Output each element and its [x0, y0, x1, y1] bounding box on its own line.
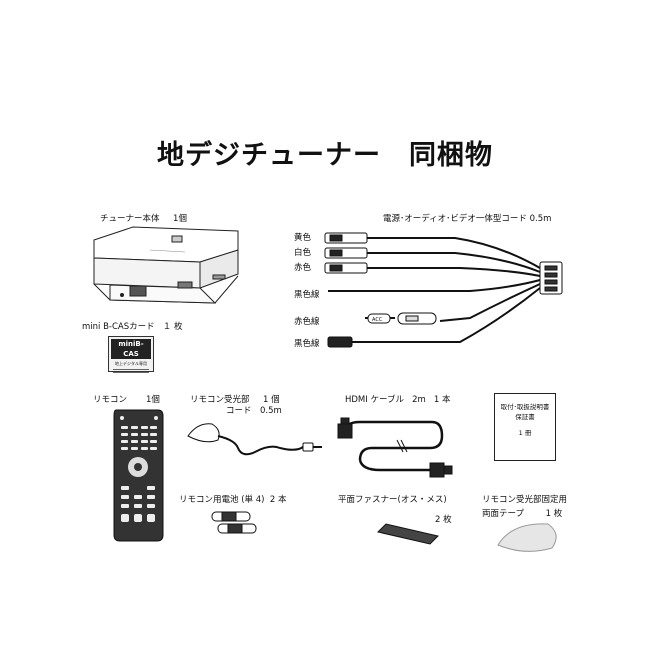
bcas-card-title: miniB-CAS — [111, 339, 151, 359]
wire-label-black: 黒色線 — [294, 290, 320, 300]
manual-line1: 取付･取扱説明書 — [500, 403, 550, 411]
cable-label: 電源･オーディオ･ビデオ一体型コード 0.5m — [383, 214, 552, 224]
bcas-card-image: miniB-CAS 地上デジタル専用 — [108, 336, 154, 373]
wire-label-red: 赤色 — [294, 263, 312, 273]
wire-label-yellow: 黄色 — [294, 233, 312, 243]
receiver-cord-label: コード 0.5m — [226, 406, 282, 416]
manual-qty: 1 冊 — [518, 429, 532, 437]
bcas-label: mini B-CASカード １ 枚 — [82, 322, 183, 332]
tuner-box — [93, 226, 239, 304]
bcas-card-sub: 地上デジタル専用 — [115, 361, 147, 366]
page-title: 地デジチューナー 同梱物 — [157, 140, 493, 171]
battery-label: リモコン用電池 (単 4) 2 本 — [179, 495, 287, 505]
remote-label: リモコン 1個 — [93, 395, 160, 405]
manual-line2: 保証書 — [515, 413, 535, 421]
wire-label-red-line: 赤色線 — [294, 317, 320, 327]
wire-label-white: 白色 — [294, 248, 312, 258]
wire-label-black-line: 黒色線 — [294, 339, 320, 349]
fastener-qty: 2 枚 — [435, 515, 452, 525]
manual-box: 取付･取扱説明書 保証書 1 冊 — [494, 393, 556, 461]
fuse-label: ACC — [372, 317, 383, 323]
fastener-label: 平面ファスナー(オス・メス) — [338, 495, 447, 505]
tape-label2: 両面テープ 1 枚 — [482, 509, 563, 519]
tape-label1: リモコン受光部固定用 — [482, 495, 568, 505]
hdmi-label: HDMI ケーブル 2m 1 本 — [345, 395, 451, 405]
receiver-label: リモコン受光部 1 個 — [190, 395, 280, 405]
tuner-label: チューナー本体 1個 — [100, 214, 187, 224]
